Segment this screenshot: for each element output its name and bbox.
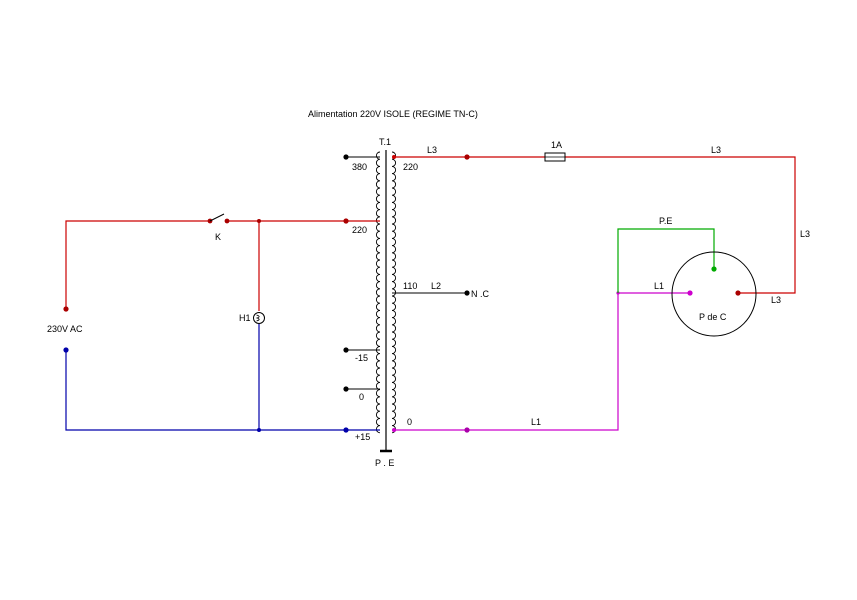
switch-blade	[209, 213, 225, 222]
socket-l1-pin	[687, 290, 693, 296]
tap-plus15-terminal	[343, 427, 349, 433]
secondary-220-label: 220	[403, 162, 418, 172]
secondary-circuit: 220 L3 L3 L3 L3 1A 110 L2 N .C 0 L1 L1 P…	[392, 140, 810, 433]
l2-label: L2	[431, 281, 441, 291]
pe-label: P.E	[659, 216, 672, 226]
diagram-title: Alimentation 220V ISOLE (REGIME TN-C)	[308, 109, 478, 119]
earth-label: P . E	[375, 458, 394, 468]
secondary-0-terminal	[392, 428, 396, 432]
l3-wire-right	[565, 156, 796, 294]
tap-380-label: 380	[352, 162, 367, 172]
l3-label-socket: L3	[771, 295, 781, 305]
fuse-label: 1A	[551, 140, 562, 150]
fuse-1a: 1A	[544, 140, 566, 162]
tap-0-primary-label: 0	[359, 392, 364, 402]
socket-label: P de C	[699, 312, 727, 322]
l3-junction	[464, 154, 470, 160]
switch-contact-right	[224, 218, 230, 224]
l3-label-top-right: L3	[711, 145, 721, 155]
socket-l3-pin	[735, 290, 741, 296]
tap-minus15-label: -15	[355, 353, 368, 363]
phase-wire	[65, 220, 210, 308]
tap-minus15-terminal	[343, 347, 349, 353]
indicator-h1: H1	[239, 312, 265, 324]
socket-outline	[671, 251, 757, 337]
source-phase-terminal	[63, 306, 69, 312]
l1-junction	[464, 427, 470, 433]
primary-coil-path	[375, 151, 381, 434]
primary-winding	[375, 151, 381, 434]
l3-label-right: L3	[800, 229, 810, 239]
secondary-220-terminal	[392, 155, 396, 159]
secondary-0-label: 0	[407, 417, 412, 427]
tap-220-primary-label: 220	[352, 225, 367, 235]
phase-junction	[257, 219, 261, 223]
l1-wire	[393, 292, 690, 431]
nc-terminal	[464, 290, 470, 296]
transformer-t1: T.1 P . E	[375, 137, 397, 468]
source-neutral-terminal	[63, 347, 69, 353]
neutral-junction	[257, 428, 261, 432]
source-label: 230V AC	[47, 324, 83, 334]
switch-k: K	[207, 213, 230, 242]
lamp-filament	[255, 314, 260, 322]
l3-label-top-left: L3	[427, 145, 437, 155]
primary-circuit: 230V AC K H1	[47, 213, 380, 433]
socket-earth-pin	[711, 266, 717, 272]
indicator-label: H1	[239, 313, 251, 323]
secondary-winding	[391, 151, 397, 434]
secondary-110-label: 110	[403, 281, 417, 291]
l1-label-socket: L1	[654, 281, 664, 291]
secondary-coil-path	[391, 151, 397, 434]
lamp-icon	[253, 312, 265, 324]
tap-380-terminal	[343, 154, 349, 160]
nc-label: N .C	[471, 289, 490, 299]
primary-taps: 380 220 -15 0 +15	[343, 154, 380, 442]
tap-220-primary-terminal	[343, 218, 349, 224]
tap-plus15-label: +15	[355, 432, 370, 442]
l1-label-bottom: L1	[531, 417, 541, 427]
neutral-wire	[65, 350, 380, 431]
tap-0-primary-terminal	[343, 386, 349, 392]
pe-wire	[617, 228, 715, 293]
switch-label: K	[215, 232, 221, 242]
transformer-name: T.1	[379, 137, 391, 147]
socket-outlet: P de C	[671, 251, 757, 337]
